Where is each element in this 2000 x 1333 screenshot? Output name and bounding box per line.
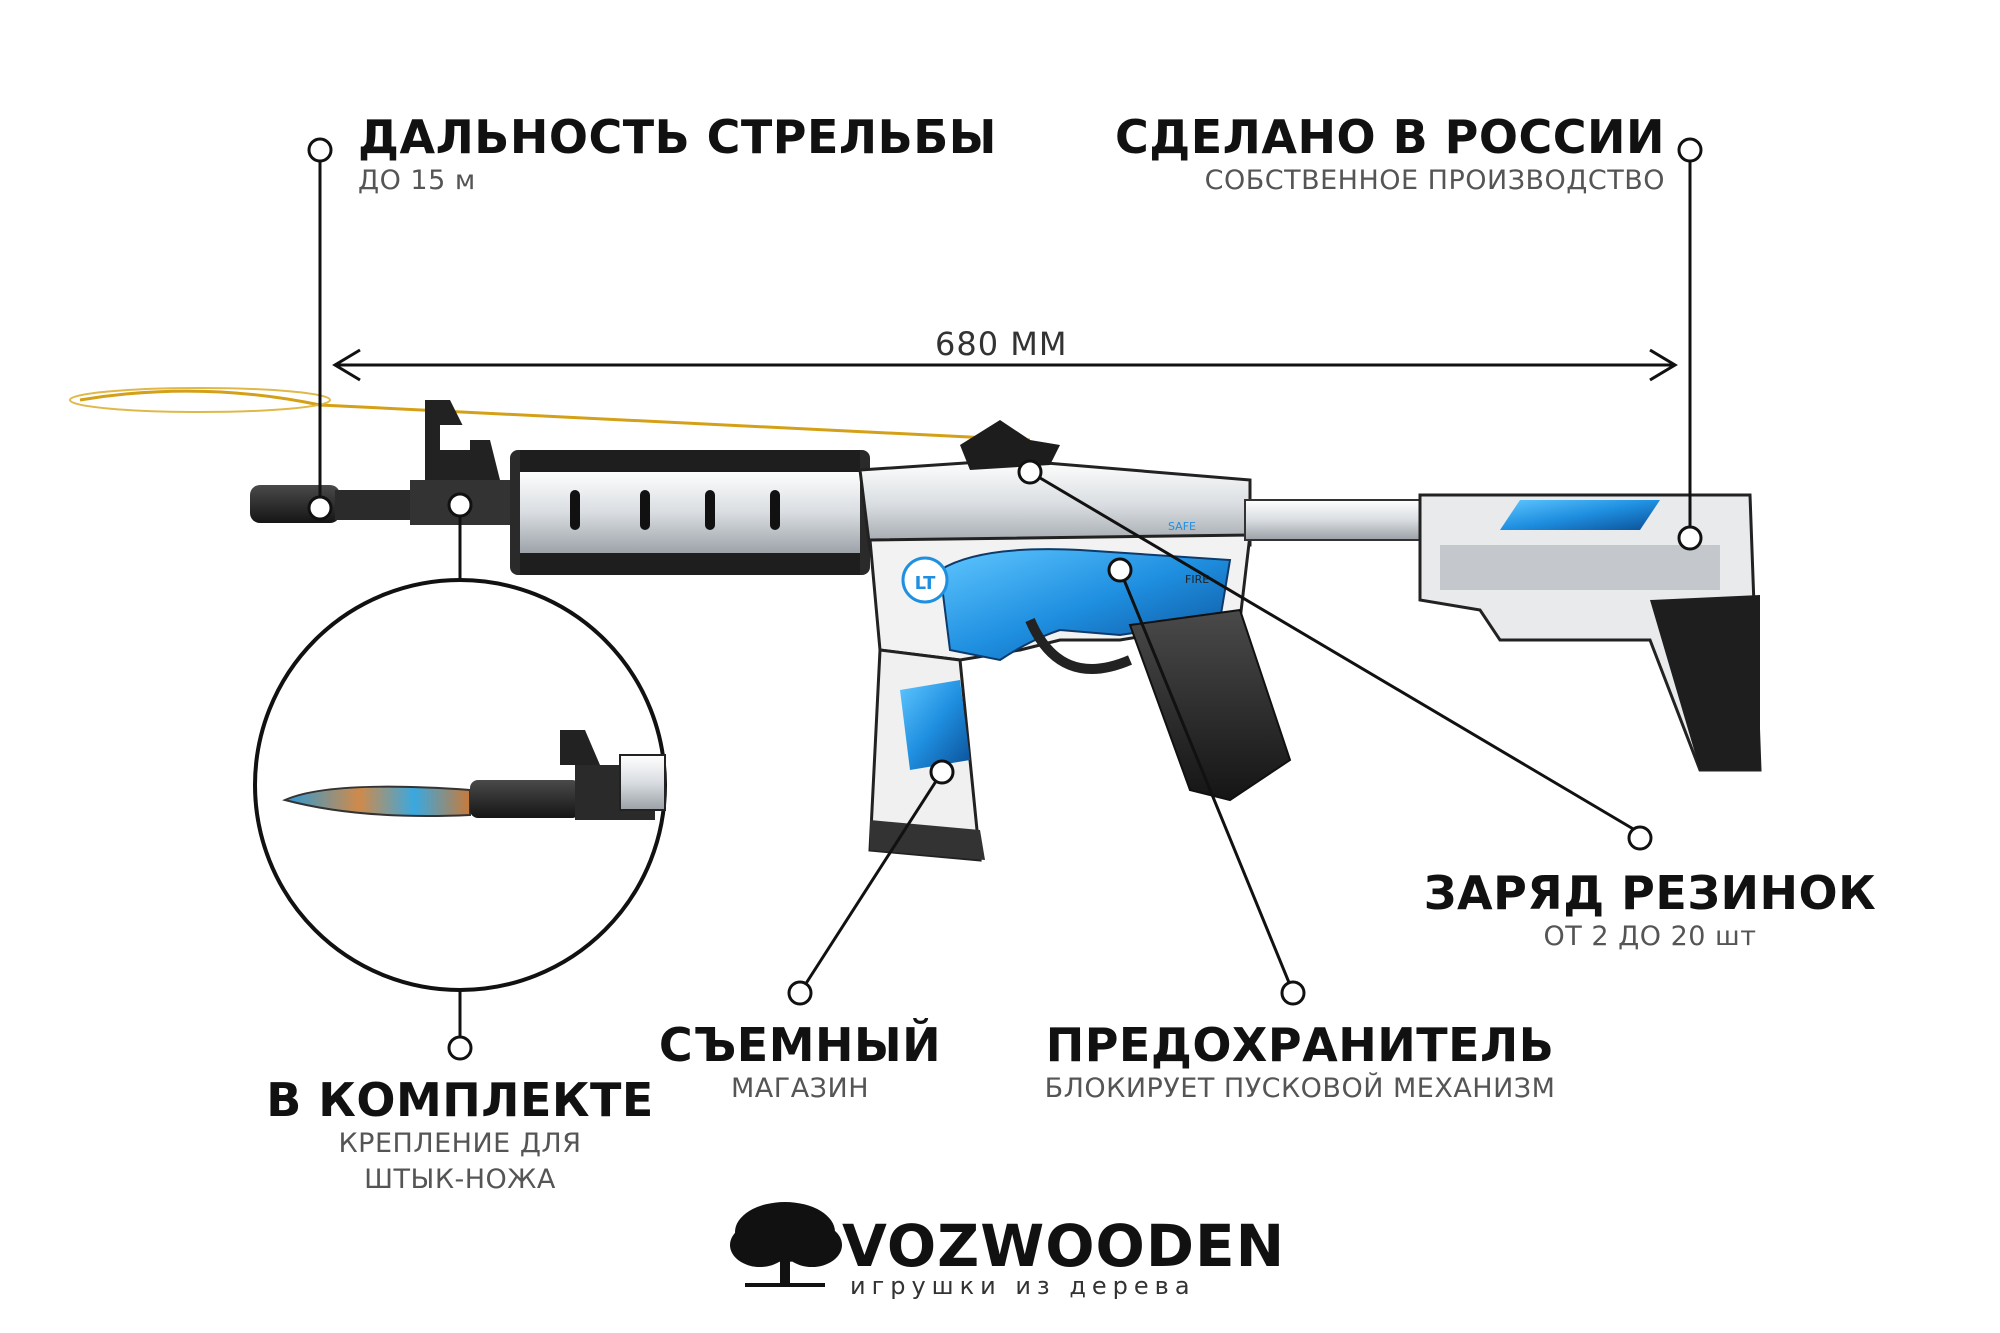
range-title: ДАЛЬНОСТЬ СТРЕЛЬБЫ <box>358 110 997 164</box>
callout-range: ДАЛЬНОСТЬ СТРЕЛЬБЫ ДО 15 м <box>358 112 997 199</box>
rifle-illustration: LT SAFE FIRE <box>69 387 1762 862</box>
made-title: СДЕЛАНО В РОССИИ <box>1115 110 1665 164</box>
callout-magazine: СЪЕМНЫЙ МАГАЗИН <box>620 1020 980 1107</box>
callout-safety: ПРЕДОХРАНИТЕЛЬ БЛОКИРУЕТ ПУСКОВОЙ МЕХАНИ… <box>1010 1020 1590 1107</box>
brand-tagline: игрушки из дерева <box>850 1272 1196 1300</box>
callout-made-in-russia: СДЕЛАНО В РОССИИ СОБСТВЕННОЕ ПРОИЗВОДСТВ… <box>1115 112 1665 199</box>
brand-name: VOZWOODEN <box>842 1212 1286 1280</box>
charge-sub: ОТ 2 ДО 20 шт <box>1543 920 1757 952</box>
callout-kit: В КОМПЛЕКТЕ КРЕПЛЕНИЕ ДЛЯ ШТЫК-НОЖА <box>240 1075 680 1198</box>
safety-sub: БЛОКИРУЕТ ПУСКОВОЙ МЕХАНИЗМ <box>1044 1072 1556 1104</box>
magazine-sub: МАГАЗИН <box>730 1072 869 1104</box>
callout-charge: ЗАРЯД РЕЗИНОК ОТ 2 ДО 20 шт <box>1400 868 1900 955</box>
rifle-logo-mark: LT <box>915 573 936 594</box>
charge-title: ЗАРЯД РЕЗИНОК <box>1423 866 1877 920</box>
safe-mark: SAFE <box>1168 520 1196 533</box>
magazine-title: СЪЕМНЫЙ <box>658 1018 942 1072</box>
kit-sub-line1: КРЕПЛЕНИЕ ДЛЯ <box>338 1127 582 1159</box>
kit-title: В КОМПЛЕКТЕ <box>266 1073 654 1127</box>
dimension-label: 680 ММ <box>935 325 1068 363</box>
bayonet-knife-illustration <box>253 578 667 992</box>
callout-lines <box>307 137 1703 1061</box>
range-sub: ДО 15 м <box>358 164 476 196</box>
tree-logo-icon <box>730 1202 842 1287</box>
safety-title: ПРЕДОХРАНИТЕЛЬ <box>1045 1018 1555 1072</box>
fire-mark: FIRE <box>1185 573 1209 586</box>
made-sub: СОБСТВЕННОЕ ПРОИЗВОДСТВО <box>1204 164 1665 196</box>
kit-sub-line2: ШТЫК-НОЖА <box>364 1164 556 1196</box>
